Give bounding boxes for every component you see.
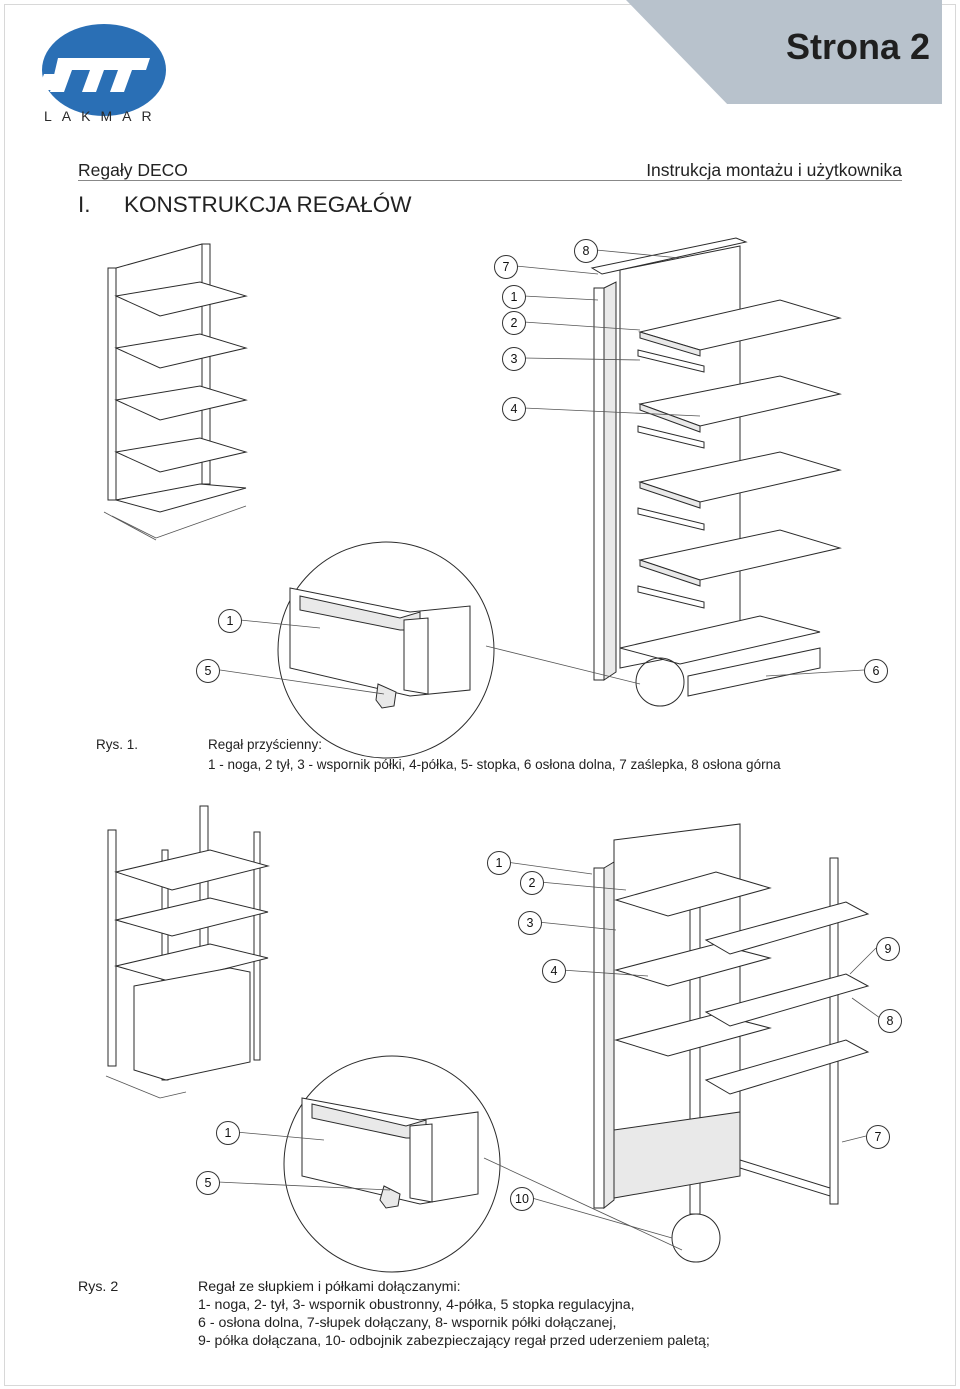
figure-2-callout-8: 8 bbox=[878, 1009, 902, 1033]
section-heading: KONSTRUKCJA REGAŁÓW bbox=[124, 192, 412, 217]
figure-1-callout-7: 7 bbox=[494, 255, 518, 279]
figure-1-exploded-shelf bbox=[590, 237, 842, 697]
page-number: Strona 2 bbox=[785, 26, 930, 67]
figure-2-callout-9: 9 bbox=[876, 937, 900, 961]
figure-2-caption-label: Rys. 2 bbox=[78, 1279, 119, 1295]
brand-name: LAKMAR bbox=[44, 108, 162, 124]
section-title: I. KONSTRUKCJA REGAŁÓW bbox=[78, 192, 412, 218]
header-rule bbox=[78, 180, 902, 181]
figure-2-callout-3: 3 bbox=[518, 911, 542, 935]
figure-2-caption-line-1: 1- noga, 2- tył, 3- wspornik obustronny,… bbox=[198, 1297, 635, 1313]
figure-1-detail-marker bbox=[635, 657, 685, 707]
figure-1-caption-label: Rys. 1. bbox=[96, 737, 139, 752]
figure-1-detail-circle bbox=[277, 541, 495, 759]
figure-2-detail-circle bbox=[283, 1055, 501, 1273]
figure-2-caption-line-2: 6 - osłona dolna, 7-słupek dołączany, 8-… bbox=[198, 1315, 617, 1331]
figure-2-callout-10: 10 bbox=[510, 1187, 534, 1211]
figure-1-callout-1: 1 bbox=[502, 285, 526, 309]
figure-2-callout-4: 4 bbox=[542, 959, 566, 983]
figure-1-callout-8: 8 bbox=[574, 239, 598, 263]
figure-2-detail-callout-5: 5 bbox=[196, 1171, 220, 1195]
figure-2-overview-shelf bbox=[105, 805, 270, 1099]
manual-title: Instrukcja montażu i użytkownika bbox=[646, 160, 902, 180]
figure-1-callout-2: 2 bbox=[502, 311, 526, 335]
figure-2-callout-2: 2 bbox=[520, 871, 544, 895]
figure-1-detail bbox=[289, 587, 471, 709]
figure-2-caption-title: Regał ze słupkiem i półkami dołączanymi: bbox=[198, 1279, 461, 1295]
figure-2-detail bbox=[301, 1097, 479, 1209]
figure-2-callout-1: 1 bbox=[487, 851, 511, 875]
figure-1-callout-6: 6 bbox=[864, 659, 888, 683]
figure-1-callout-4: 4 bbox=[502, 397, 526, 421]
figure-1-callout-3: 3 bbox=[502, 347, 526, 371]
figure-1-detail-callout-5: 5 bbox=[196, 659, 220, 683]
figure-1-caption-text: 1 - noga, 2 tył, 3 - wspornik półki, 4-p… bbox=[208, 757, 781, 772]
section-number: I. bbox=[78, 192, 91, 217]
figure-2-caption-line-3: 9- półka dołączana, 10- odbojnik zabezpi… bbox=[198, 1333, 710, 1349]
figure-1-detail-callout-1: 1 bbox=[218, 609, 242, 633]
figure-1-caption-title: Regał przyścienny: bbox=[208, 737, 323, 752]
figure-2-callout-7: 7 bbox=[866, 1125, 890, 1149]
figure-2-detail-callout-1: 1 bbox=[216, 1121, 240, 1145]
figure-1-overview-shelf bbox=[103, 243, 248, 541]
figure-2-exploded-shelf bbox=[593, 823, 870, 1215]
product-name: Regały DECO bbox=[78, 160, 188, 180]
figure-2-detail-marker bbox=[671, 1213, 721, 1263]
